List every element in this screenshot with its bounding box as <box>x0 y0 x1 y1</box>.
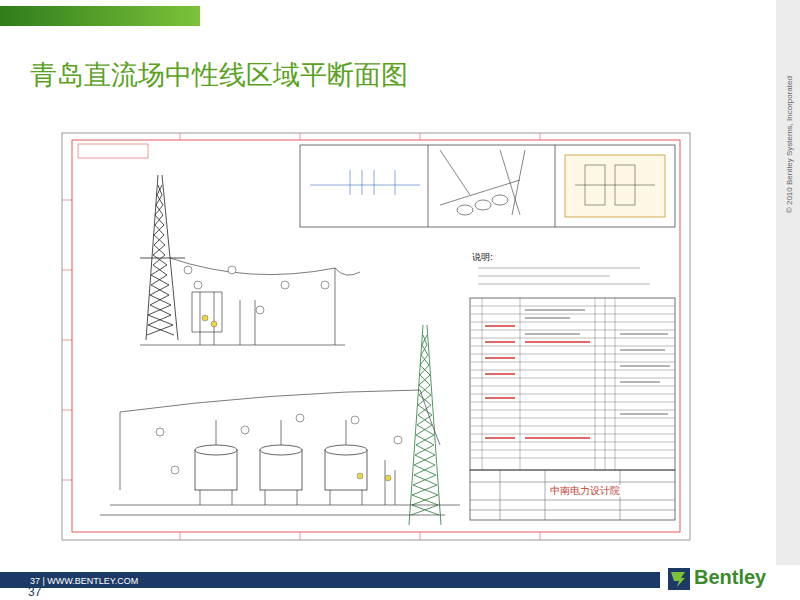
design-institute: 中南电力设计院 <box>549 485 621 497</box>
footer-url: 37 | WWW.BENTLEY.COM <box>30 576 138 586</box>
page-number: 37 <box>28 586 41 600</box>
slide-title: 青岛直流场中性线区域平断面图 <box>30 57 408 93</box>
note-heading: 说明: <box>472 252 493 262</box>
copyright: © 2010 Bentley Systems, Incorporated <box>785 55 794 235</box>
bentley-logo: Bentley <box>694 566 766 589</box>
